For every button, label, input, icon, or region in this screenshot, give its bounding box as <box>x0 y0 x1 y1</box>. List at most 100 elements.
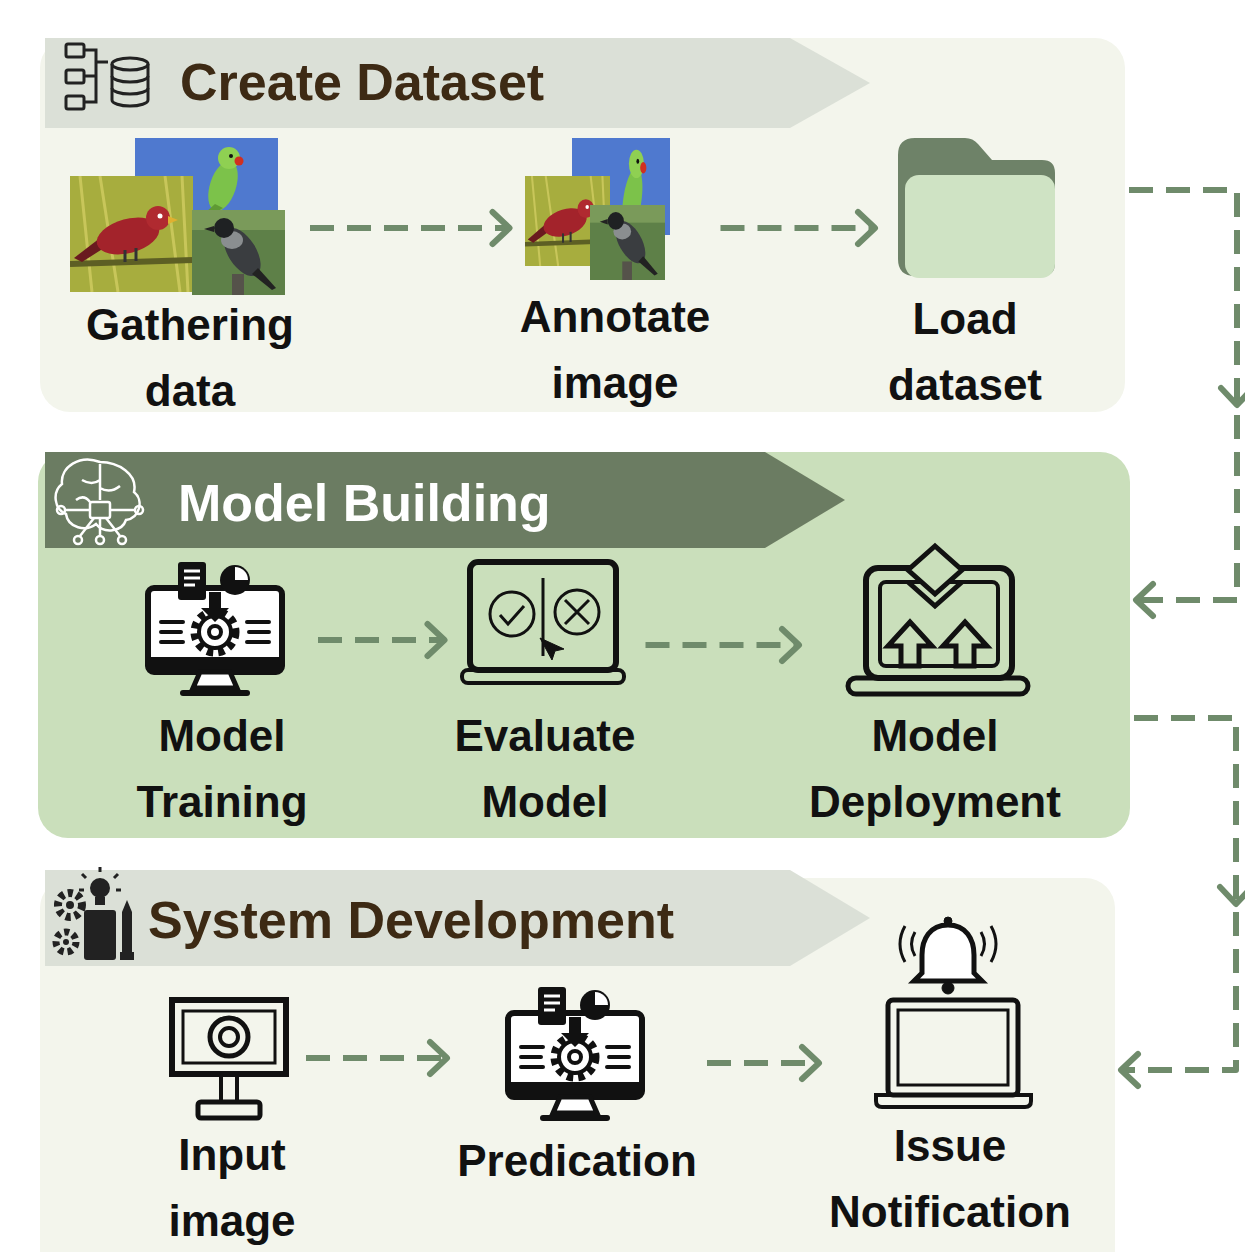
stage-panel: Create DatasetGathering dataAnnotate ima… <box>40 38 1125 412</box>
step-label: Annotate image <box>516 284 715 416</box>
panel-title: Model Building <box>178 470 551 536</box>
icon-part <box>942 982 954 994</box>
panel-title: Create Dataset <box>180 49 544 115</box>
icon-part <box>914 925 982 981</box>
icon-part <box>500 606 524 624</box>
prediction-icon <box>508 987 642 1118</box>
icon-part <box>90 502 110 518</box>
icon-part <box>122 900 132 912</box>
arrow-head <box>782 629 799 661</box>
icon-part <box>876 1095 1031 1107</box>
arrow-head <box>1136 584 1153 616</box>
arrow-head <box>858 212 875 244</box>
icon-part <box>590 205 665 280</box>
dashed-line <box>318 637 445 643</box>
system-header-icon <box>56 867 134 960</box>
icon-part <box>198 1102 260 1118</box>
icon-part <box>905 175 1055 278</box>
dataset-header-icon <box>66 44 148 109</box>
step-box: Model Deployment <box>805 545 1065 835</box>
step-box: Input image <box>164 995 300 1252</box>
icon-part <box>66 901 74 909</box>
icon-part <box>96 536 104 544</box>
icon-part <box>84 910 116 960</box>
connector <box>646 629 800 661</box>
stage-panel: System DevelopmentInput imagePredication… <box>40 878 1115 1252</box>
folder-icon <box>898 138 1055 278</box>
icon-part <box>220 1028 238 1046</box>
annotated-photos <box>525 138 670 280</box>
icon-part <box>118 536 126 544</box>
arrow-head <box>430 1042 447 1074</box>
dashed-line <box>310 225 510 231</box>
icon-part <box>898 138 1055 276</box>
step-box: Model Training <box>132 560 312 835</box>
icon-part <box>565 600 589 624</box>
step-box: Predication <box>453 985 701 1194</box>
header-bars <box>45 38 870 966</box>
input-icon <box>172 1000 286 1118</box>
icon-part <box>57 506 65 514</box>
step-label: Load dataset <box>881 286 1049 418</box>
arrow-head <box>493 212 510 244</box>
icon-part <box>66 70 84 83</box>
panel-title-holder: Create Dataset <box>180 49 544 115</box>
arrow-head <box>1221 388 1245 405</box>
connector <box>707 1047 819 1079</box>
step-box: Load dataset <box>881 138 1049 418</box>
icon-part <box>944 917 952 925</box>
icon-part <box>135 506 143 514</box>
connector <box>1129 190 1245 616</box>
icon-part <box>79 867 121 890</box>
icon-part <box>122 912 132 952</box>
icon-part <box>943 622 987 666</box>
icon-part <box>183 1011 275 1063</box>
model-header-icon <box>56 460 143 544</box>
dashed-line <box>707 1060 819 1066</box>
training-icon <box>148 562 282 693</box>
icon-part <box>490 592 534 636</box>
icon-part <box>63 939 69 945</box>
step-box: Evaluate Model <box>451 560 640 835</box>
connector <box>721 212 876 244</box>
icon-part <box>45 38 870 128</box>
icon-part <box>848 678 1028 694</box>
icon-part <box>908 582 962 606</box>
icon-part <box>542 578 545 656</box>
step-label: Model Deployment <box>805 703 1065 835</box>
icon-part <box>58 893 82 917</box>
connector <box>318 624 445 656</box>
dashed-line <box>1121 718 1236 1070</box>
arrow-head <box>802 1047 819 1079</box>
icon-part <box>880 582 998 666</box>
icon-part <box>888 622 932 666</box>
deployment-icon <box>848 546 1028 694</box>
icon-part <box>888 1000 1018 1095</box>
icon-part <box>112 64 148 106</box>
connector <box>306 1042 447 1074</box>
icon-part <box>172 1000 286 1074</box>
connector <box>310 212 510 244</box>
icon-part <box>898 1010 1008 1085</box>
icon-part <box>45 452 845 548</box>
step-box: Issue Notification <box>825 915 1075 1245</box>
icon-part <box>45 870 870 966</box>
dashed-line <box>1129 190 1237 600</box>
icon-part <box>470 562 616 670</box>
dashed-line <box>721 225 876 231</box>
dashed-line <box>306 1055 447 1061</box>
notification-icon <box>876 917 1031 1107</box>
icon-part <box>56 932 76 952</box>
step-label: Input image <box>164 1122 300 1252</box>
icon-part <box>112 76 148 94</box>
bird-photos <box>70 138 285 295</box>
icon-part <box>866 568 1012 678</box>
icon-part <box>66 44 84 57</box>
icon-part <box>65 510 135 536</box>
step-box: Gathering data <box>76 138 304 424</box>
icon-part <box>192 210 285 295</box>
icon-part <box>135 138 278 215</box>
icon-part <box>900 926 996 962</box>
icon-part <box>90 878 110 898</box>
icon-part <box>74 536 82 544</box>
